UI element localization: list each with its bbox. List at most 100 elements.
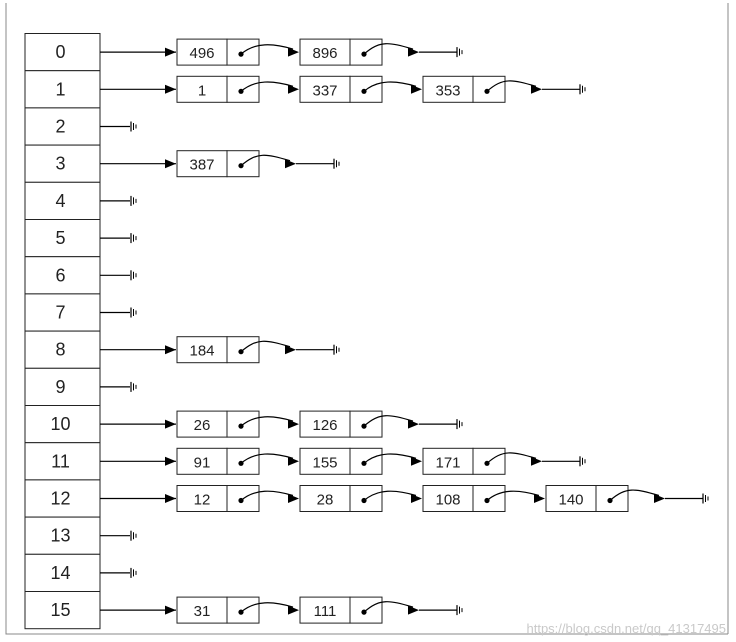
node-value-cell [176, 150, 228, 178]
bucket-cell [24, 33, 101, 72]
bucket-cell [24, 330, 101, 369]
list-node: 171 [422, 447, 580, 475]
link-arrow-head [288, 605, 299, 615]
null-terminator-icon [456, 47, 463, 58]
link-arrow-head [408, 605, 419, 615]
null-terminator-icon [130, 233, 137, 244]
outer-frame-line [5, 3, 728, 635]
bucket-cell [24, 219, 101, 258]
bucket-index-label: 0 [55, 42, 65, 62]
next-pointer-curve [240, 154, 291, 167]
node-value-cell [176, 596, 228, 624]
link-arrow-head [408, 419, 419, 429]
bucket-row: 14 [24, 553, 130, 592]
node-value-cell [176, 485, 228, 512]
bucket-row: 2 [24, 107, 130, 146]
link-arrow-head [654, 494, 665, 503]
node-value-label: 126 [312, 417, 337, 434]
bucket-index-label: 1 [55, 79, 65, 99]
bucket-row: 6 [24, 256, 130, 295]
node-value-label: 140 [558, 492, 583, 509]
node-value-cell [422, 485, 474, 512]
null-terminator-icon [702, 493, 709, 504]
bucket-row: 1 1 337 353 [24, 70, 580, 109]
next-pointer-curve [363, 43, 414, 55]
link-arrow-head [288, 419, 299, 429]
next-pointer-curve [240, 340, 291, 353]
list-node: 140 [545, 485, 703, 512]
list-node: 126 [299, 410, 457, 438]
node-value-label: 31 [194, 603, 211, 620]
bucket-index-label: 2 [55, 117, 65, 137]
node-value-label: 353 [435, 82, 460, 99]
node-value-cell [299, 75, 351, 103]
link-arrow-head [285, 345, 296, 355]
list-node: 337 [299, 75, 417, 103]
node-value-cell [545, 485, 597, 512]
bucket-cell [24, 591, 101, 630]
node-value-label: 171 [435, 454, 460, 471]
link-arrow-head [165, 47, 176, 57]
link-arrow-head [165, 605, 176, 615]
node-value-label: 1 [198, 82, 206, 99]
watermark: https://blog.csdn.net/qq_41317495 [526, 621, 727, 636]
bucket-index-label: 15 [50, 600, 70, 620]
node-pointer-cell [226, 336, 260, 364]
bucket-cell [24, 367, 101, 406]
null-terminator-icon [456, 605, 463, 616]
list-node: 26 [176, 410, 294, 438]
bucket-cell [24, 479, 101, 518]
null-terminator-icon [579, 84, 586, 95]
null-terminator-icon [130, 195, 137, 206]
bucket-index-label: 4 [55, 191, 65, 211]
node-value-label: 12 [194, 492, 211, 509]
link-arrow-head [531, 84, 542, 94]
list-node: 1 [176, 75, 294, 103]
bucket-cell [24, 516, 101, 555]
bucket-row: 10 26 126 [24, 405, 457, 444]
bucket-index-label: 7 [55, 303, 65, 323]
node-value-label: 337 [312, 82, 337, 99]
list-node: 496 [176, 38, 294, 66]
link-arrow-head [411, 84, 422, 94]
bucket-index-label: 6 [55, 265, 65, 285]
node-value-label: 496 [189, 45, 214, 62]
null-terminator-icon [130, 307, 137, 318]
null-terminator-icon [130, 530, 137, 541]
bucket-cell [24, 293, 101, 332]
link-arrow-head [288, 84, 299, 94]
list-node: 28 [299, 485, 417, 512]
bucket-index-label: 9 [55, 377, 65, 397]
link-arrow-head [408, 47, 419, 57]
link-arrow-head [285, 159, 296, 169]
link-arrow-head [288, 47, 299, 57]
null-terminator-icon [333, 344, 340, 355]
list-node: 108 [422, 485, 540, 512]
link-arrow-head [288, 456, 299, 466]
null-terminator-icon [456, 419, 463, 430]
link-arrow-head [165, 345, 176, 355]
list-node: 184 [176, 336, 334, 364]
next-pointer-curve [363, 415, 414, 427]
link-arrow-head [534, 494, 545, 503]
node-pointer-cell [595, 485, 629, 512]
node-value-cell [299, 447, 351, 475]
null-terminator-icon [333, 158, 340, 169]
bucket-row: 15 31 111 [24, 591, 457, 630]
node-value-label: 108 [435, 492, 460, 509]
bucket-index-label: 10 [50, 414, 70, 434]
bucket-index-label: 12 [50, 489, 70, 509]
node-value-label: 91 [194, 454, 211, 471]
bucket-index-label: 8 [55, 340, 65, 360]
node-value-label: 111 [314, 603, 337, 620]
next-pointer-curve [486, 80, 537, 92]
null-terminator-icon [130, 121, 137, 132]
link-arrow-head [165, 159, 176, 169]
bucket-row: 5 [24, 219, 130, 258]
null-terminator-icon [130, 381, 137, 392]
node-value-label: 28 [317, 492, 334, 509]
node-value-label: 387 [189, 157, 214, 174]
list-node: 111 [299, 596, 457, 624]
